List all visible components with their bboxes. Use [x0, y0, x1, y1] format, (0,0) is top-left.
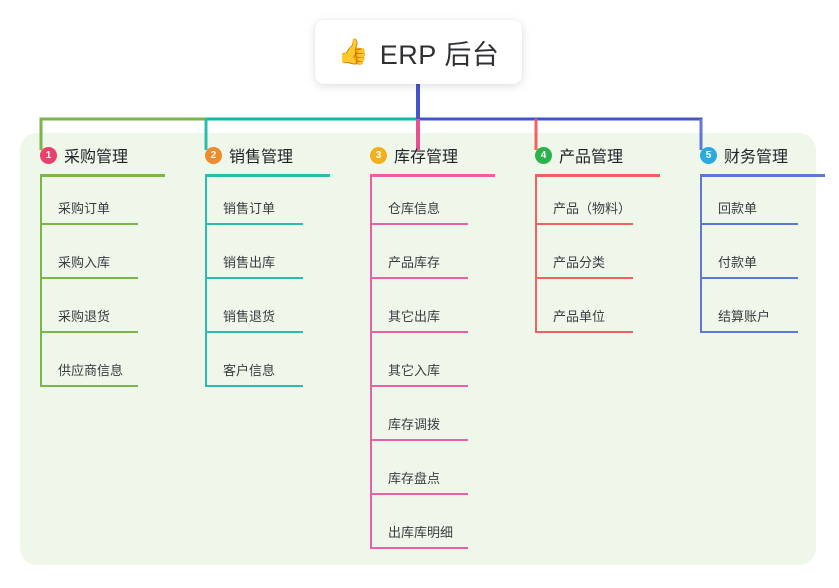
branch-spine-3 [370, 177, 372, 549]
branch-badge-5: 5 [700, 146, 717, 164]
branch-spine-2 [205, 177, 207, 387]
branch-underline-2 [205, 174, 330, 177]
leaf-label: 库存调拨 [388, 417, 441, 432]
leaf-underline [205, 223, 303, 225]
leaf-label: 采购订单 [58, 201, 111, 216]
leaf-label: 回款单 [718, 201, 758, 216]
leaf-label: 产品库存 [388, 255, 441, 270]
leaf-label: 产品分类 [553, 255, 606, 270]
branch-column-5: 5 财务管理回款单付款单结算账户 [680, 133, 839, 333]
leaf-label: 库存盘点 [388, 471, 441, 486]
leaf-label: 采购退货 [58, 309, 111, 324]
leaf-underline [370, 493, 468, 495]
root-node-card[interactable]: 👍 ERP 后台 [315, 20, 522, 84]
branch-underline-3 [370, 174, 495, 177]
leaf-label: 销售出库 [223, 255, 276, 270]
branch-header-1[interactable]: 1 采购管理 [20, 133, 185, 177]
leaf-underline [40, 331, 138, 333]
leaf-underline [205, 385, 303, 387]
branch-spine-1 [40, 177, 42, 387]
leaf-underline [700, 277, 798, 279]
branch-column-3: 3 库存管理仓库信息产品库存其它出库其它入库库存调拨库存盘点出库库明细 [350, 133, 515, 549]
leaf-underline [370, 223, 468, 225]
branch-columns: 1 采购管理采购订单采购入库采购退货供应商信息 2 销售管理销售订单销售出库销售退货客… [20, 133, 825, 565]
leaf-underline [700, 331, 798, 333]
branch-title-5: 财务管理 [724, 149, 789, 166]
leaf-underline [370, 547, 468, 549]
branch-title-2: 销售管理 [229, 149, 294, 166]
leaf-label: 客户信息 [223, 363, 276, 378]
leaf-underline [40, 277, 138, 279]
branch-badge-2: 2 [205, 146, 222, 164]
leaf-underline [700, 223, 798, 225]
branch-spine-4 [535, 177, 537, 333]
leaf-underline [370, 277, 468, 279]
branch-header-5[interactable]: 5 财务管理 [680, 133, 839, 177]
branch-header-4[interactable]: 4 产品管理 [515, 133, 680, 177]
leaf-underline [535, 223, 633, 225]
leaf-label: 仓库信息 [388, 201, 441, 216]
leaf-underline [535, 277, 633, 279]
leaf-label: 结算账户 [718, 309, 771, 324]
branch-badge-3: 3 [370, 146, 387, 164]
leaf-underline [205, 277, 303, 279]
leaf-label: 采购入库 [58, 255, 111, 270]
leaf-underline [370, 331, 468, 333]
page-title: ERP 后台 [379, 39, 500, 70]
leaf-label: 其它入库 [388, 363, 441, 378]
branch-badge-4: 4 [535, 146, 552, 164]
leaf-underline [370, 439, 468, 441]
leaf-label: 供应商信息 [58, 363, 124, 378]
branch-column-2: 2 销售管理销售订单销售出库销售退货客户信息 [185, 133, 350, 387]
leaf-underline [370, 385, 468, 387]
leaf-label: 产品单位 [553, 309, 606, 324]
branch-underline-1 [40, 174, 165, 177]
leaf-underline [40, 385, 138, 387]
branch-title-3: 库存管理 [394, 149, 459, 166]
branch-title-4: 产品管理 [559, 149, 624, 166]
branch-badge-1: 1 [40, 146, 57, 164]
leaf-underline [535, 331, 633, 333]
leaf-label: 销售订单 [223, 201, 276, 216]
branch-column-1: 1 采购管理采购订单采购入库采购退货供应商信息 [20, 133, 185, 387]
leaf-label: 产品（物料） [553, 201, 632, 216]
leaf-label: 出库库明细 [388, 525, 454, 540]
branch-underline-4 [535, 174, 660, 177]
branch-header-2[interactable]: 2 销售管理 [185, 133, 350, 177]
leaf-label: 销售退货 [223, 309, 276, 324]
leaf-label: 其它出库 [388, 309, 441, 324]
branch-header-3[interactable]: 3 库存管理 [350, 133, 515, 177]
branch-column-4: 4 产品管理产品（物料） 产品分类产品单位 [515, 133, 680, 333]
branch-title-1: 采购管理 [64, 149, 129, 166]
leaf-underline [205, 331, 303, 333]
branch-underline-5 [700, 174, 825, 177]
leaf-label: 付款单 [718, 255, 758, 270]
leaf-underline [40, 223, 138, 225]
branch-spine-5 [700, 177, 702, 333]
thumbs-up-emoji: 👍 [337, 37, 369, 66]
